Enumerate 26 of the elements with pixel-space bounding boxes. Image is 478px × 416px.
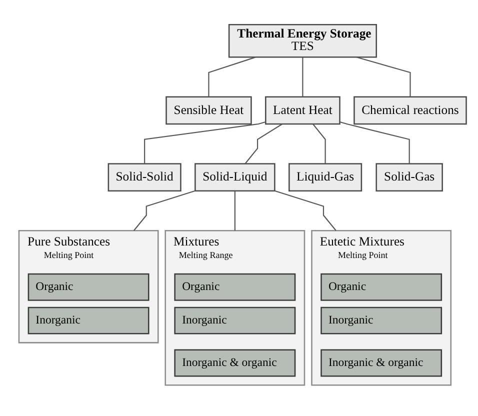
- node-box: Organic: [28, 272, 150, 300]
- connector: [302, 57, 304, 96]
- node-box: Inorganic: [174, 306, 296, 334]
- node-box: Solid-Liquid: [194, 162, 276, 192]
- connector: [274, 190, 336, 230]
- node-box: Liquid-Gas: [288, 162, 362, 192]
- connector: [208, 56, 256, 96]
- node-box: Chemical reactions: [354, 96, 467, 124]
- connector: [144, 121, 266, 164]
- node-box: Solid-Solid: [108, 162, 182, 192]
- connector: [312, 123, 326, 164]
- connector: [133, 190, 196, 230]
- node-box: Solid-Gas: [376, 162, 443, 192]
- node-box: Inorganic: [28, 306, 150, 334]
- node-box: Inorganic & organic: [320, 348, 442, 376]
- connector: [234, 190, 236, 230]
- node-box: Latent Heat: [265, 96, 340, 124]
- connector: [356, 56, 411, 96]
- node-box: Organic: [320, 272, 442, 300]
- node-box: Organic: [174, 272, 296, 300]
- node-box: Thermal Energy Storage TES: [228, 23, 377, 58]
- node-box: Sensible Heat: [166, 96, 252, 124]
- node-box: Inorganic & organic: [174, 348, 296, 376]
- node-box: Inorganic: [320, 306, 442, 334]
- connector: [244, 123, 283, 164]
- connector: [340, 121, 410, 164]
